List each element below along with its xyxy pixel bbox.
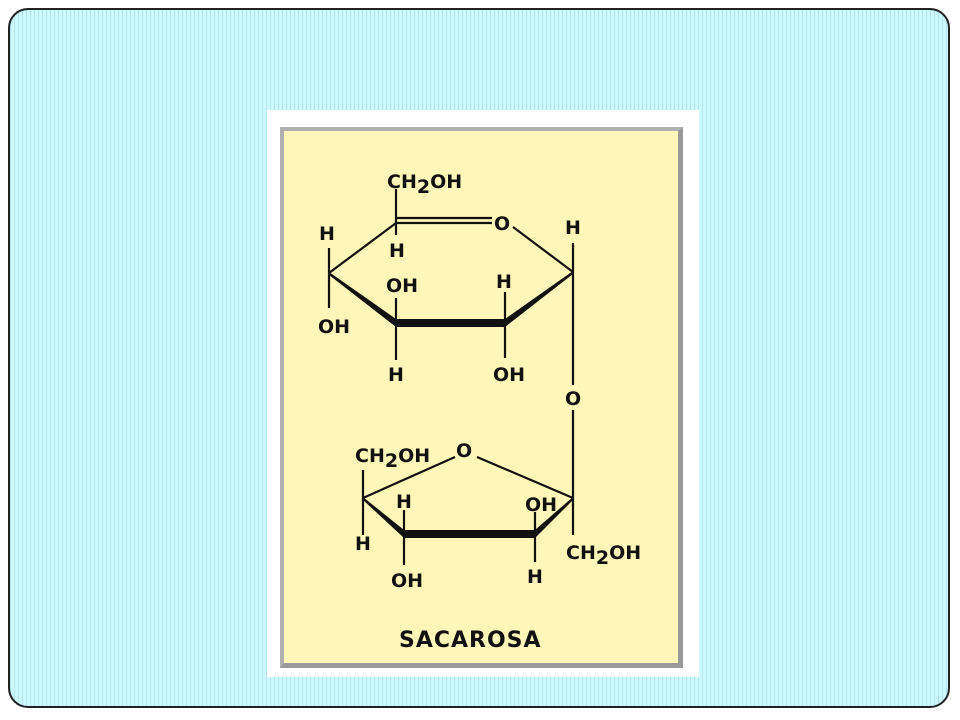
- glucose-oh-c2-bottom: OH: [493, 364, 525, 386]
- fructose-bold-edge: [363, 497, 573, 538]
- molecule-title: SACAROSA: [399, 628, 542, 653]
- wedge-c4-c3: [329, 272, 396, 327]
- bond-c4-c5: [328, 222, 397, 274]
- fructose-ring-oxygen: O: [456, 440, 472, 462]
- bond-o-c1: [512, 226, 574, 273]
- glucose-oh-c4: OH: [318, 316, 350, 338]
- fructose-oh-c3-top: OH: [525, 494, 557, 516]
- glucose-ring-oxygen: O: [494, 213, 510, 235]
- glucose-bold-edge: [329, 271, 573, 327]
- bond-c5-o-fru: [362, 455, 456, 500]
- wedge-c3-c2-fru: [535, 497, 573, 538]
- fructose-ring: [361, 455, 575, 565]
- glucose-h-c5: H: [389, 240, 405, 262]
- glucose-h-c1: H: [565, 217, 581, 239]
- bold-c4-c3-fru: [404, 530, 535, 538]
- fructose-oh-c4-bottom: OH: [391, 570, 423, 592]
- fructose-ch2oh-left-label: CH2OH: [355, 445, 430, 472]
- fructose-h-c5: H: [355, 533, 371, 555]
- glucose-oh-c3-top: OH: [386, 275, 418, 297]
- glucose-ring: [327, 189, 575, 385]
- fructose-h-c3-bottom: H: [527, 566, 543, 588]
- wedge-c5-c4-fru: [363, 497, 404, 538]
- bold-c3-c2: [396, 319, 505, 327]
- bond-o-c2-fru: [476, 455, 574, 500]
- glucose-h-c3-bottom: H: [388, 364, 404, 386]
- glucose-h-c2-top: H: [496, 271, 512, 293]
- fructose-h-c4-top: H: [396, 491, 412, 513]
- glucose-h-c4-top: H: [319, 223, 335, 245]
- sucrose-figure: CH2OH O H H H OH H OH H OH O: [267, 110, 699, 677]
- sucrose-structure-diagram: CH2OH O H H H OH H OH H OH O: [318, 171, 641, 653]
- glucose-ch2oh-label: CH2OH: [387, 171, 462, 198]
- wedge-c2-c1: [505, 271, 573, 327]
- glycosidic-oxygen: O: [565, 388, 581, 410]
- fructose-ch2oh-right-label: CH2OH: [566, 542, 641, 569]
